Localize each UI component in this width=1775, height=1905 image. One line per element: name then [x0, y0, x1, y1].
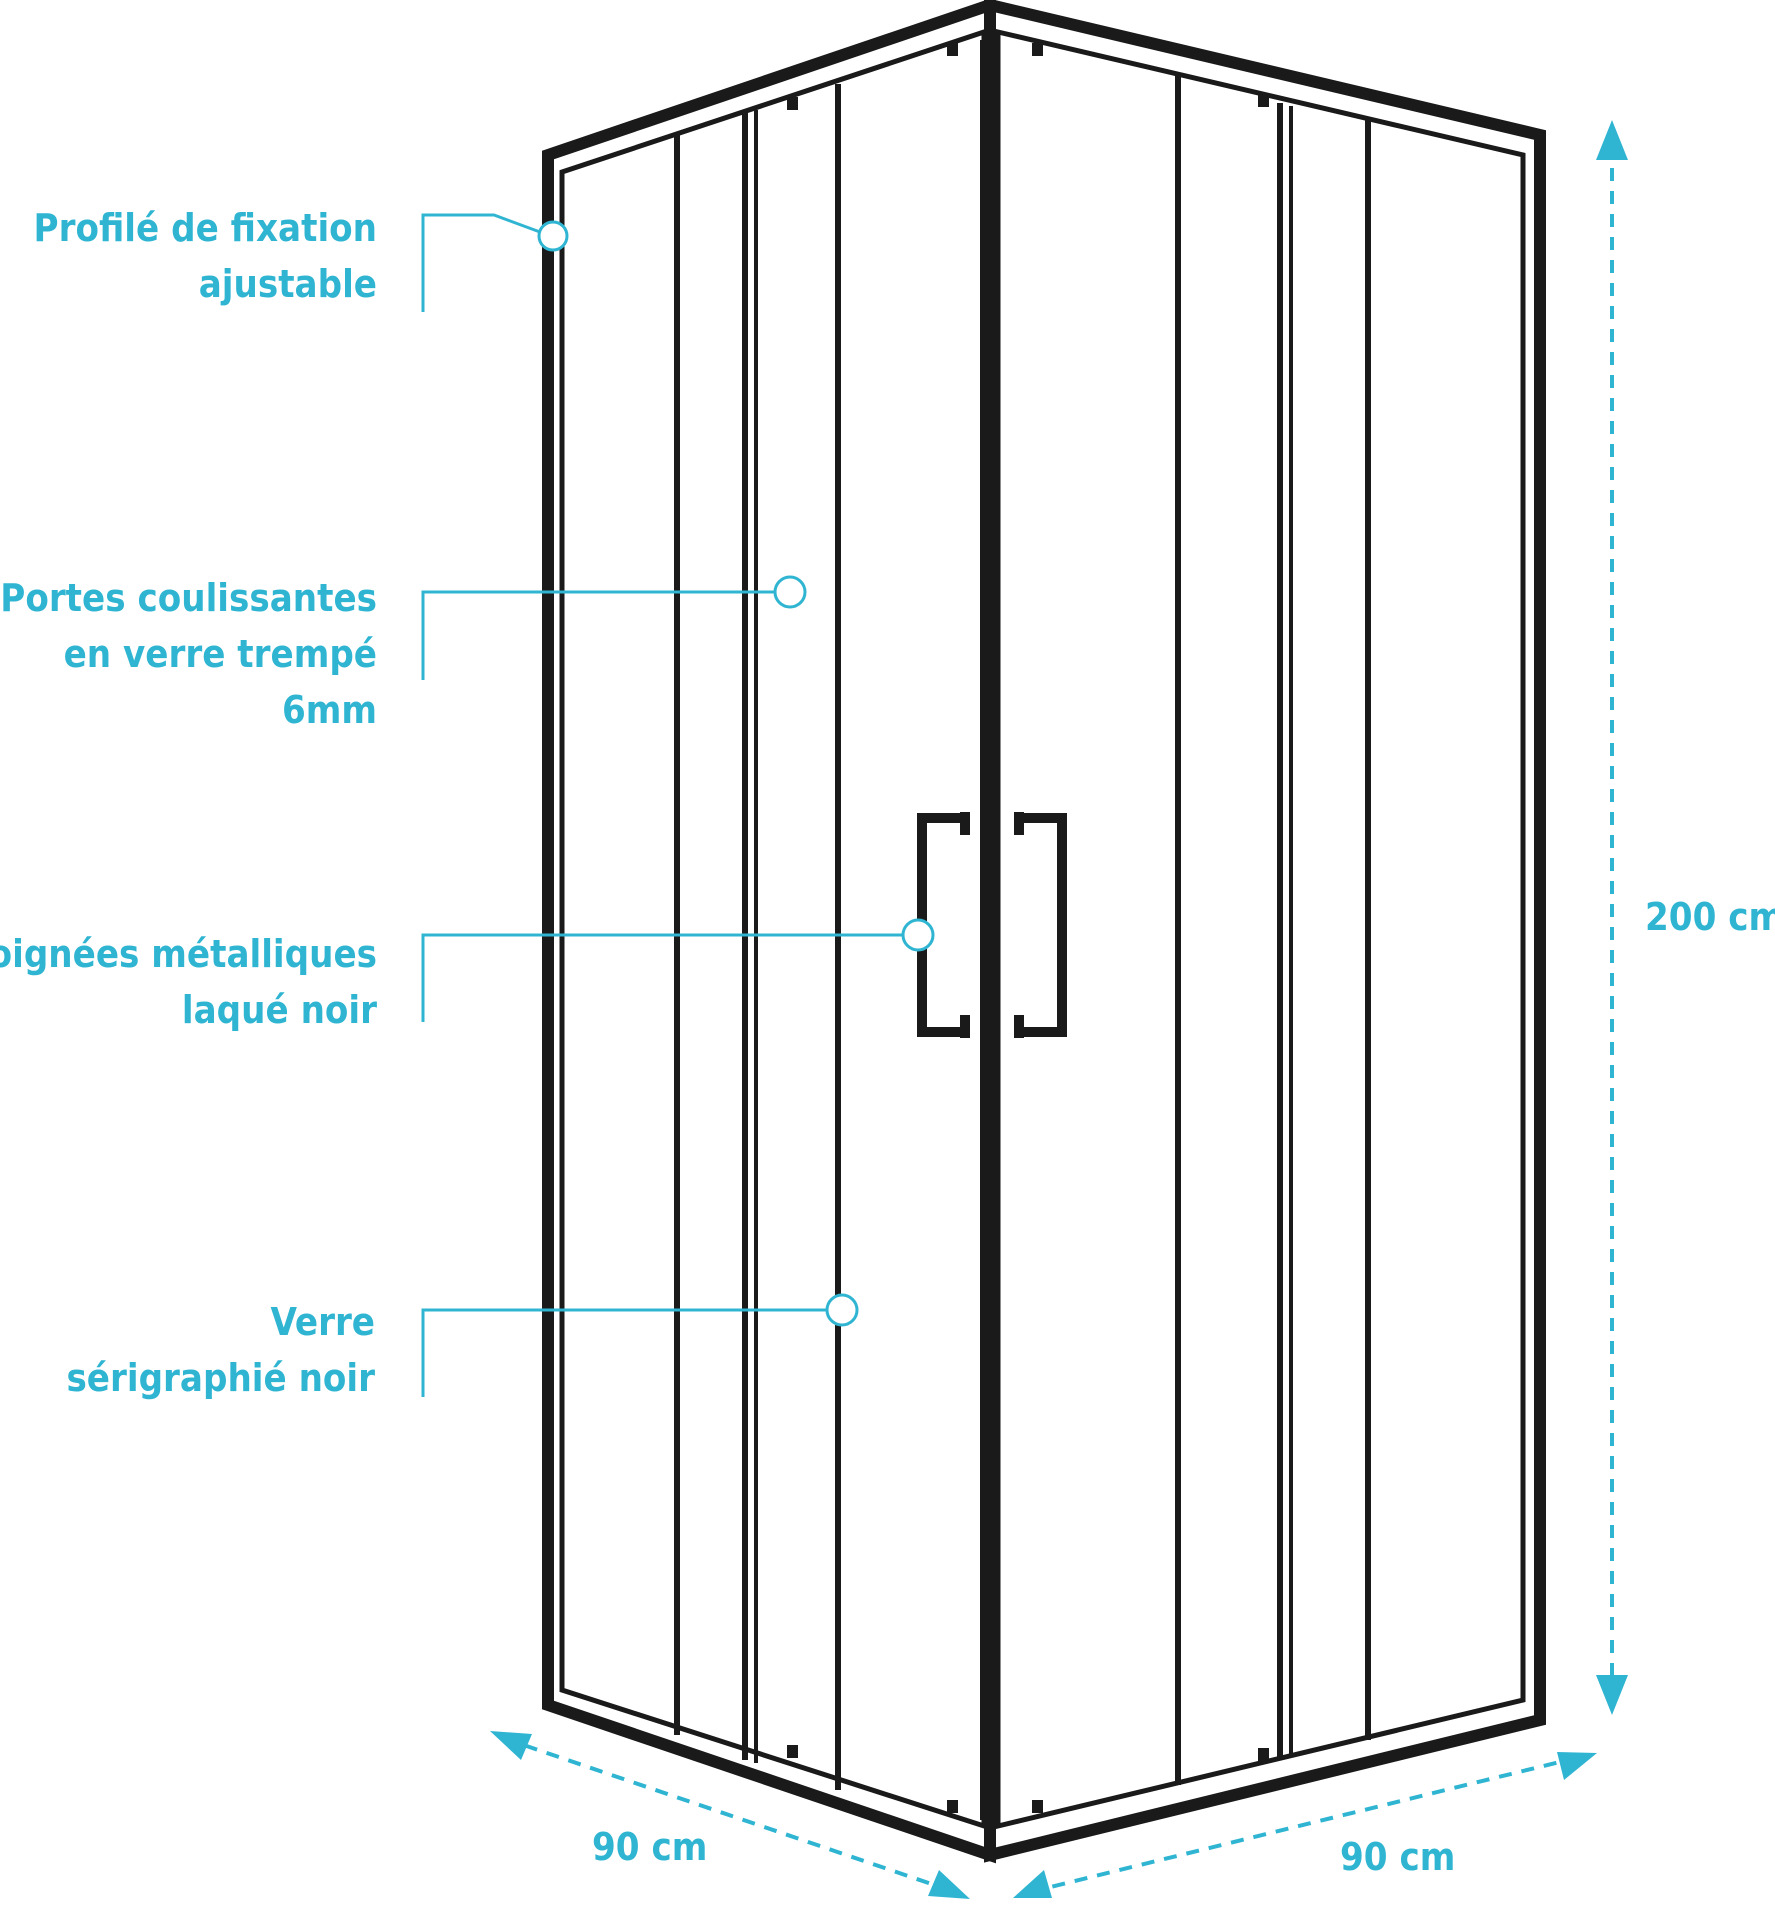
leader-dot-sliding-doors: [773, 575, 807, 609]
leader-fixation-profile: [421, 213, 541, 312]
callout-fixation-profile-line-2: ajustable: [198, 262, 377, 306]
enclosure-frame: [542, 0, 1546, 1864]
callout-glass: Verre sérigraphié noir: [66, 1294, 375, 1406]
callout-sliding-doors-line-1: Portes coulissantes: [0, 576, 377, 620]
callout-sliding-doors-line-2: en verre trempé: [63, 632, 377, 676]
callout-glass-line-2: sérigraphié noir: [66, 1356, 375, 1400]
depth-arrow-left: [501, 1735, 957, 1895]
callout-fixation-profile: Profilé de fixation ajustable: [34, 200, 377, 312]
right-panel-inner-frame: [995, 28, 1526, 1830]
callout-fixation-profile-line-1: Profilé de fixation: [33, 206, 377, 250]
roller-clips: [787, 43, 1269, 1813]
width-arrow-right: [1028, 1754, 1582, 1895]
height-label: 200 cm: [1645, 895, 1775, 939]
dimension-arrows: [501, 143, 1617, 1895]
callout-sliding-doors: Portes coulissantes en verre trempé 6mm: [0, 570, 377, 738]
leader-handles: [421, 933, 902, 1022]
callout-sliding-doors-line-3: 6mm: [281, 688, 377, 732]
width-label: 90 cm: [1340, 1835, 1456, 1879]
callout-handles-line-1: Poignées métalliques: [0, 932, 377, 976]
callout-leaders: [421, 213, 935, 1397]
leader-glass: [421, 1308, 826, 1397]
callout-handles: Poignées métalliques laqué noir: [0, 926, 377, 1038]
leader-dot-handles: [901, 918, 935, 952]
depth-label: 90 cm: [592, 1825, 708, 1869]
leader-sliding-doors: [421, 590, 774, 680]
leader-dot-glass: [825, 1293, 859, 1327]
right-handle: [1016, 813, 1067, 1037]
arrow-heads: [490, 120, 1628, 1899]
right-panel-frame: [984, 0, 1546, 1863]
callout-handles-line-2: laqué noir: [181, 988, 377, 1032]
leader-dot-fixation-profile: [537, 220, 569, 252]
callout-glass-line-1: Verre: [270, 1300, 376, 1344]
